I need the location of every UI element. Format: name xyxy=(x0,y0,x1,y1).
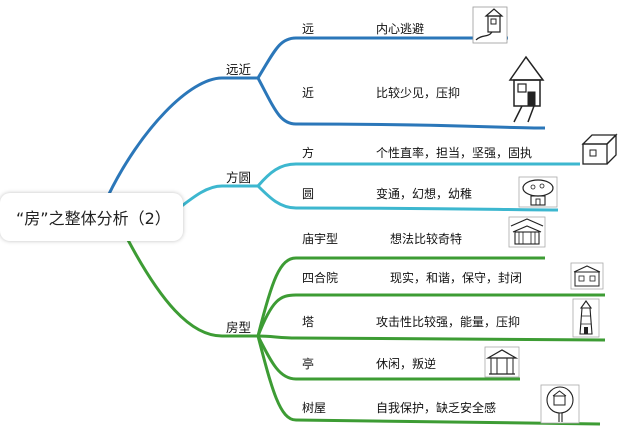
distant-house-icon xyxy=(472,6,508,44)
root-title: “房”之整体分析（2） xyxy=(16,209,171,228)
connector-yuan-round xyxy=(256,184,559,212)
node-fang-desc: 个性直率，担当，坚强，固执 xyxy=(376,146,533,160)
connector-siheyuan xyxy=(256,293,605,337)
node-yuan-desc: 内心逃避 xyxy=(376,22,425,36)
connector-jin xyxy=(256,77,546,130)
node-fang-label[interactable]: 方 xyxy=(302,146,315,160)
node-miaoyu-label[interactable]: 庙宇型 xyxy=(302,232,339,246)
branch-fangxing-label[interactable]: 房型 xyxy=(226,320,252,335)
courtyard-house-icon xyxy=(570,262,604,290)
root-node[interactable]: “房”之整体分析（2） xyxy=(0,193,183,241)
square-house-icon xyxy=(581,133,618,165)
node-siheyuan-desc: 现实，和谐，保守，封闭 xyxy=(390,271,523,285)
node-siheyuan-label[interactable]: 四合院 xyxy=(302,271,339,285)
near-house-icon xyxy=(508,55,545,123)
connector-shuwu xyxy=(256,335,601,426)
node-yuan-label[interactable]: 远 xyxy=(302,22,315,36)
connector-miaoyu xyxy=(256,256,545,337)
connector-yuan xyxy=(256,36,508,79)
node-jin-label[interactable]: 近 xyxy=(302,86,315,100)
node-ting-label[interactable]: 亭 xyxy=(302,357,315,371)
connector-root-fangxing xyxy=(126,239,258,338)
tower-icon xyxy=(572,298,600,338)
branch-yuanjin-label[interactable]: 远近 xyxy=(226,62,252,77)
connector-fang xyxy=(256,162,580,187)
node-round-desc: 变通，幻想，幼稚 xyxy=(376,187,473,201)
node-miaoyu-desc: 想法比较奇特 xyxy=(390,232,463,246)
node-ta-desc: 攻击性比较强，能量，压抑 xyxy=(376,315,521,329)
round-house-icon xyxy=(518,176,558,208)
node-jin-desc: 比较少见，压抑 xyxy=(376,86,461,100)
node-ta-label[interactable]: 塔 xyxy=(302,315,315,329)
connector-ting xyxy=(256,335,520,381)
tree-house-icon xyxy=(540,384,580,424)
connector-root-yuanjin xyxy=(106,76,258,197)
node-shuwu-label[interactable]: 树屋 xyxy=(302,401,327,415)
branch-fangyuan-label[interactable]: 方圆 xyxy=(226,170,252,185)
connector-ta xyxy=(257,334,606,342)
node-ting-desc: 休闲，叛逆 xyxy=(376,357,437,371)
temple-icon xyxy=(508,216,546,248)
node-round-label[interactable]: 圆 xyxy=(302,187,315,201)
node-shuwu-desc: 自我保护，缺乏安全感 xyxy=(376,401,497,415)
pavilion-icon xyxy=(484,346,520,378)
connector-root-fangyuan xyxy=(169,184,258,217)
